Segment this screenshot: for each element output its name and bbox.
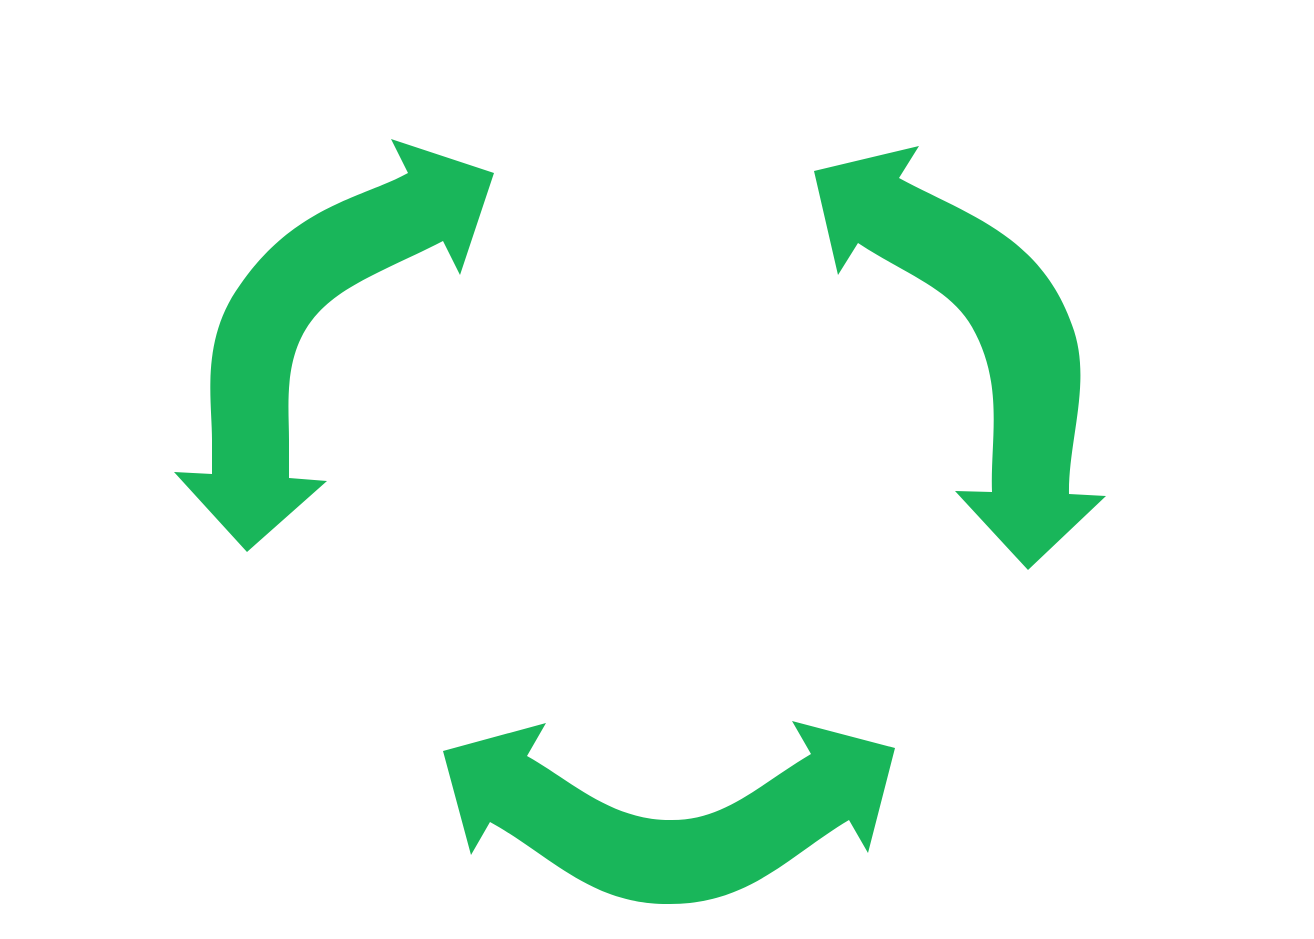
right-double-arrow-icon (814, 146, 1106, 570)
left-double-arrow-icon (174, 139, 494, 552)
bottom-double-arrow-icon (443, 721, 895, 905)
